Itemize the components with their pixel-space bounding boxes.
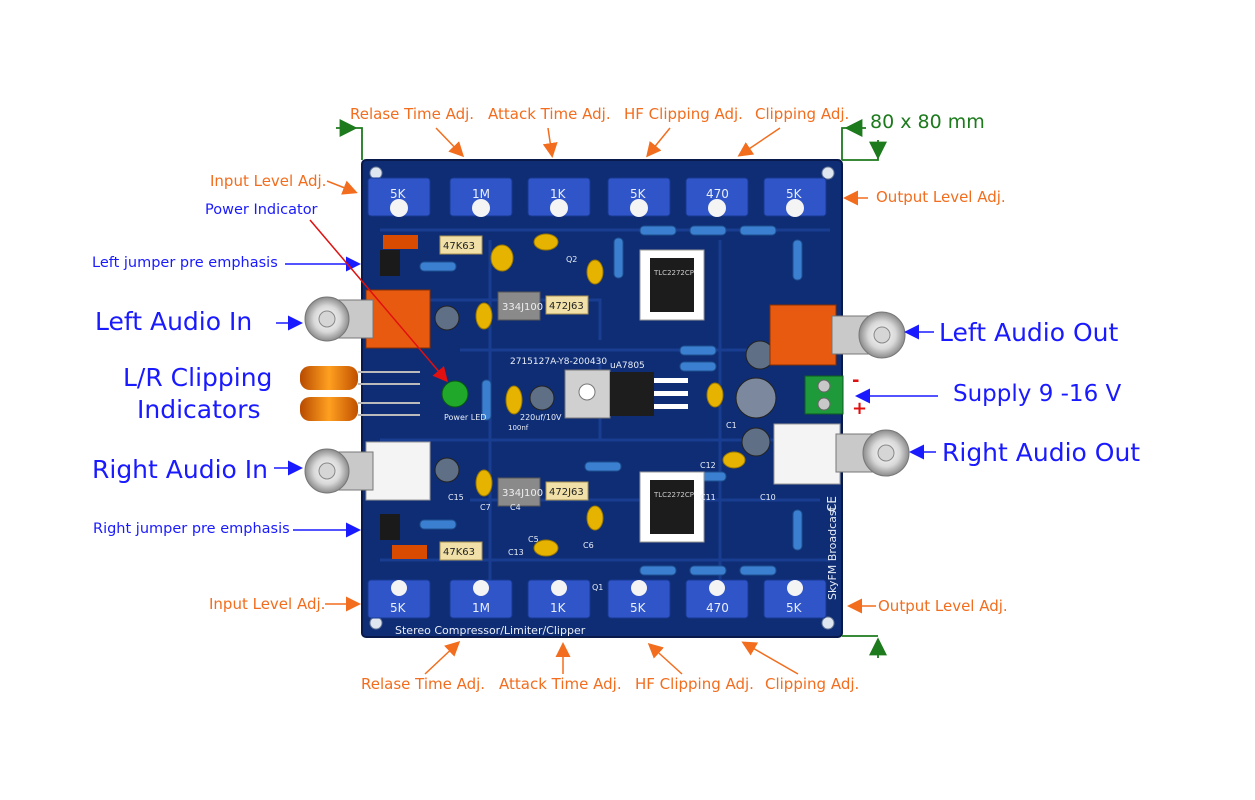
pcb-traces	[380, 228, 830, 580]
svg-text:C12: C12	[700, 461, 716, 470]
cap-label: 472J63	[549, 301, 584, 312]
input-level-bottom-label: Input Level Adj.	[209, 595, 326, 613]
output-level-bottom-label: Output Level Adj.	[878, 597, 1008, 615]
dimension-label: 80 x 80 mm	[870, 111, 985, 133]
pot-value: 470	[706, 601, 729, 615]
pot-value: 470	[706, 187, 729, 201]
top-label-release: Relase Time Adj.	[350, 105, 475, 123]
electrolytic-caps	[434, 305, 777, 483]
left-rca-in	[304, 289, 431, 349]
svg-text:C1: C1	[726, 421, 737, 430]
film-caps: 334J100 472J63 334J100 472J63 47K63 47K6…	[439, 235, 589, 561]
cap-220-label: 220uf/10V	[520, 413, 562, 422]
svg-text:C6: C6	[583, 541, 594, 550]
cap-label: 47K63	[443, 547, 475, 558]
jumpers	[380, 235, 427, 559]
part-number: 2715127A-Y8-200430	[510, 357, 607, 367]
mounting-holes	[369, 166, 835, 630]
left-audio-out-label: Left Audio Out	[939, 318, 1119, 347]
top-label-attack: Attack Time Adj.	[488, 105, 611, 123]
ic-chips: TLC2272CP TLC2272CP	[639, 249, 705, 543]
svg-text:C7: C7	[480, 503, 491, 512]
component-refs: C15 C7 C4 C13 C6 C5 C12 C10 C11 C1 Q1 Q2	[448, 255, 776, 592]
pot-value: 5K	[786, 187, 803, 201]
clipping-leds	[300, 366, 420, 421]
supply-label: Supply 9 -16 V	[953, 381, 1122, 407]
lr-clipping-label-2: Indicators	[137, 395, 261, 424]
right-audio-out-label: Right Audio Out	[942, 438, 1141, 467]
board-brand: SkyFM Broadcast	[826, 505, 839, 600]
cap-label: 334J100	[502, 302, 543, 313]
ic-label: TLC2272CP	[653, 269, 694, 277]
svg-text:C13: C13	[508, 548, 524, 557]
voltage-regulator: uA7805	[564, 361, 688, 419]
bottom-label-release: Relase Time Adj.	[361, 675, 486, 693]
pot-value: 1M	[472, 187, 490, 201]
left-rca-out	[769, 304, 906, 366]
pot-value: 5K	[630, 187, 647, 201]
power-led	[441, 380, 469, 408]
right-jumper-label: Right jumper pre emphasis	[93, 521, 290, 537]
left-audio-in-label: Left Audio In	[95, 307, 253, 336]
pot-value: 5K	[786, 601, 803, 615]
bottom-label-hf-clipping: HF Clipping Adj.	[635, 675, 754, 693]
svg-text:C15: C15	[448, 493, 464, 502]
pot-value: 1K	[550, 187, 567, 201]
bottom-pots: 5K 1M 1K 5K 470 5K	[367, 579, 827, 619]
svg-text:Q2: Q2	[566, 255, 577, 264]
svg-text:C5: C5	[528, 535, 539, 544]
output-level-top-label: Output Level Adj.	[876, 188, 1006, 206]
cap-label: 47K63	[443, 241, 475, 252]
svg-text:C11: C11	[700, 493, 716, 502]
svg-text:C10: C10	[760, 493, 776, 502]
pot-value: 1K	[550, 601, 567, 615]
top-label-clipping: Clipping Adj.	[755, 105, 850, 123]
right-rca-in	[304, 441, 431, 501]
pot-value: 1M	[472, 601, 490, 615]
cap-100-label: 100nf	[508, 424, 529, 432]
supply-minus: -	[852, 370, 859, 391]
ceramic-caps	[475, 233, 746, 557]
top-label-hf-clipping: HF Clipping Adj.	[624, 105, 743, 123]
resistors	[419, 225, 803, 576]
bottom-label-attack: Attack Time Adj.	[499, 675, 622, 693]
top-pots: 5K 1M 1K 5K 470 5K	[367, 177, 827, 217]
left-jumper-label: Left jumper pre emphasis	[92, 255, 278, 271]
right-rca-out	[773, 423, 910, 485]
cap-label: 334J100	[502, 488, 543, 499]
lr-clipping-label-1: L/R Clipping	[123, 363, 273, 392]
bottom-label-clipping: Clipping Adj.	[765, 675, 860, 693]
supply-plus: +	[852, 398, 867, 419]
pot-value: 5K	[390, 601, 407, 615]
right-audio-in-label: Right Audio In	[92, 455, 269, 484]
power-led-label: Power LED	[444, 413, 486, 422]
cap-label: 472J63	[549, 487, 584, 498]
board-title: Stereo Compressor/Limiter/Clipper	[395, 624, 586, 637]
power-indicator-label: Power Indicator	[205, 202, 318, 218]
pot-value: 5K	[630, 601, 647, 615]
supply-terminal	[804, 375, 844, 415]
ic-label: TLC2272CP	[653, 491, 694, 499]
regulator-label: uA7805	[610, 361, 645, 371]
pot-value: 5K	[390, 187, 407, 201]
svg-text:C4: C4	[510, 503, 521, 512]
ce-mark: CE	[825, 496, 839, 512]
svg-text:Q1: Q1	[592, 583, 603, 592]
input-level-top-label: Input Level Adj.	[210, 172, 327, 190]
